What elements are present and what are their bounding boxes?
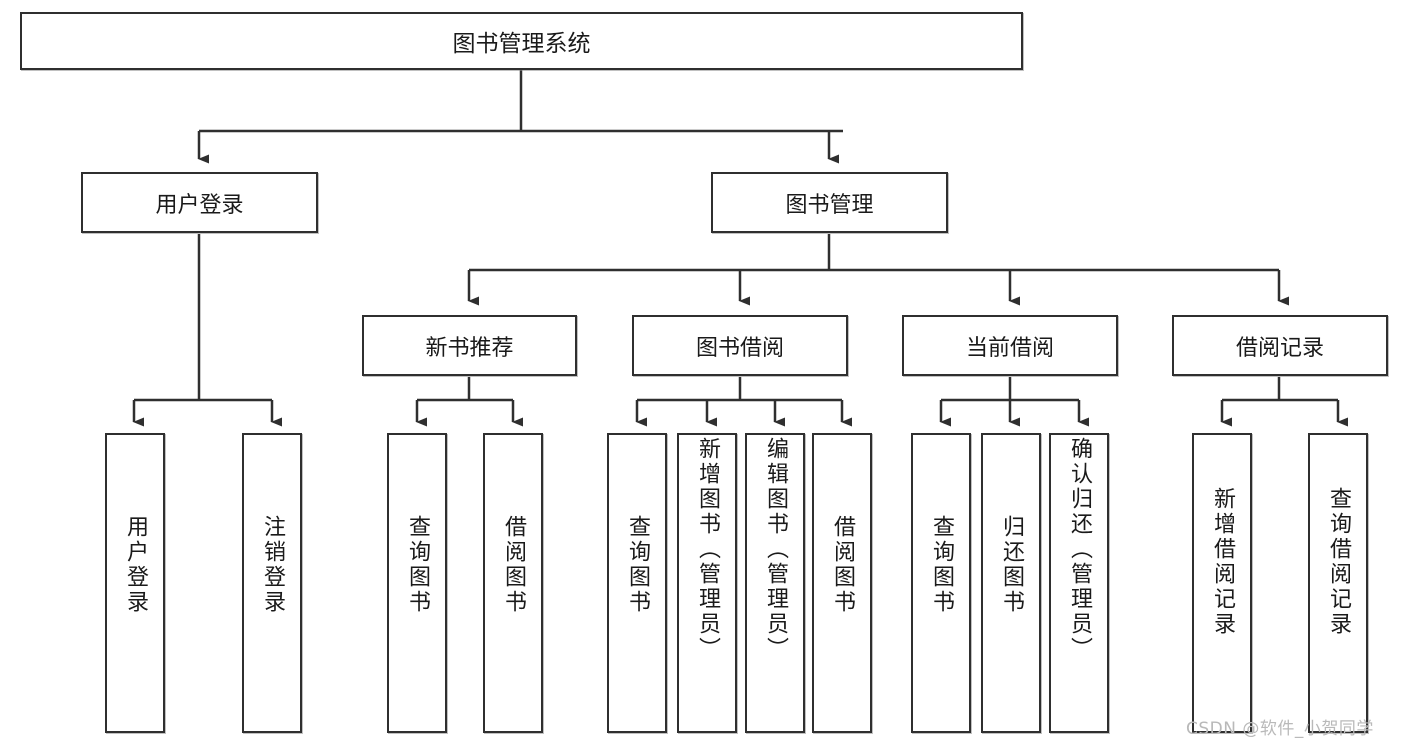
node-leaf-query-record-label: 查询借阅记录 — [1326, 487, 1351, 637]
node-leaf-confirm-return[interactable]: 确认归还（管理员） — [1049, 433, 1109, 733]
node-leaf-return-book-label: 归还图书 — [999, 515, 1024, 615]
node-leaf-query-book-3[interactable]: 查询图书 — [911, 433, 971, 733]
node-leaf-add-book[interactable]: 新增图书（管理员） — [677, 433, 737, 733]
node-leaf-borrow-book-1[interactable]: 借阅图书 — [483, 433, 543, 733]
node-new-book-recommend[interactable]: 新书推荐 — [362, 315, 577, 376]
node-leaf-query-book-1[interactable]: 查询图书 — [387, 433, 447, 733]
node-leaf-edit-book-label: 编辑图书（管理员） — [763, 437, 788, 662]
node-borrow-record[interactable]: 借阅记录 — [1172, 315, 1388, 376]
csdn-watermark: CSDN @软件_小贺同学 — [1186, 719, 1374, 739]
node-leaf-add-record[interactable]: 新增借阅记录 — [1192, 433, 1252, 733]
node-leaf-user-login[interactable]: 用户登录 — [105, 433, 165, 733]
node-leaf-query-book-2[interactable]: 查询图书 — [607, 433, 667, 733]
node-leaf-user-login-label: 用户登录 — [123, 515, 148, 615]
node-leaf-query-record[interactable]: 查询借阅记录 — [1308, 433, 1368, 733]
node-root-system[interactable]: 图书管理系统 — [20, 12, 1023, 70]
node-leaf-borrow-book-2[interactable]: 借阅图书 — [812, 433, 872, 733]
node-leaf-confirm-return-label: 确认归还（管理员） — [1067, 437, 1092, 662]
node-leaf-edit-book[interactable]: 编辑图书（管理员） — [745, 433, 805, 733]
node-book-manage[interactable]: 图书管理 — [711, 172, 948, 233]
node-book-borrow[interactable]: 图书借阅 — [632, 315, 848, 376]
node-leaf-query-book-2-label: 查询图书 — [625, 515, 650, 615]
node-leaf-logout-label: 注销登录 — [260, 515, 285, 615]
node-leaf-return-book[interactable]: 归还图书 — [981, 433, 1041, 733]
node-user-login[interactable]: 用户登录 — [81, 172, 318, 233]
node-current-borrow[interactable]: 当前借阅 — [902, 315, 1118, 376]
node-leaf-borrow-book-1-label: 借阅图书 — [501, 515, 526, 615]
node-leaf-borrow-book-2-label: 借阅图书 — [830, 515, 855, 615]
node-leaf-add-record-label: 新增借阅记录 — [1210, 487, 1235, 637]
node-leaf-add-book-label: 新增图书（管理员） — [695, 437, 720, 662]
node-leaf-query-book-3-label: 查询图书 — [929, 515, 954, 615]
node-leaf-logout[interactable]: 注销登录 — [242, 433, 302, 733]
node-leaf-query-book-1-label: 查询图书 — [405, 515, 430, 615]
